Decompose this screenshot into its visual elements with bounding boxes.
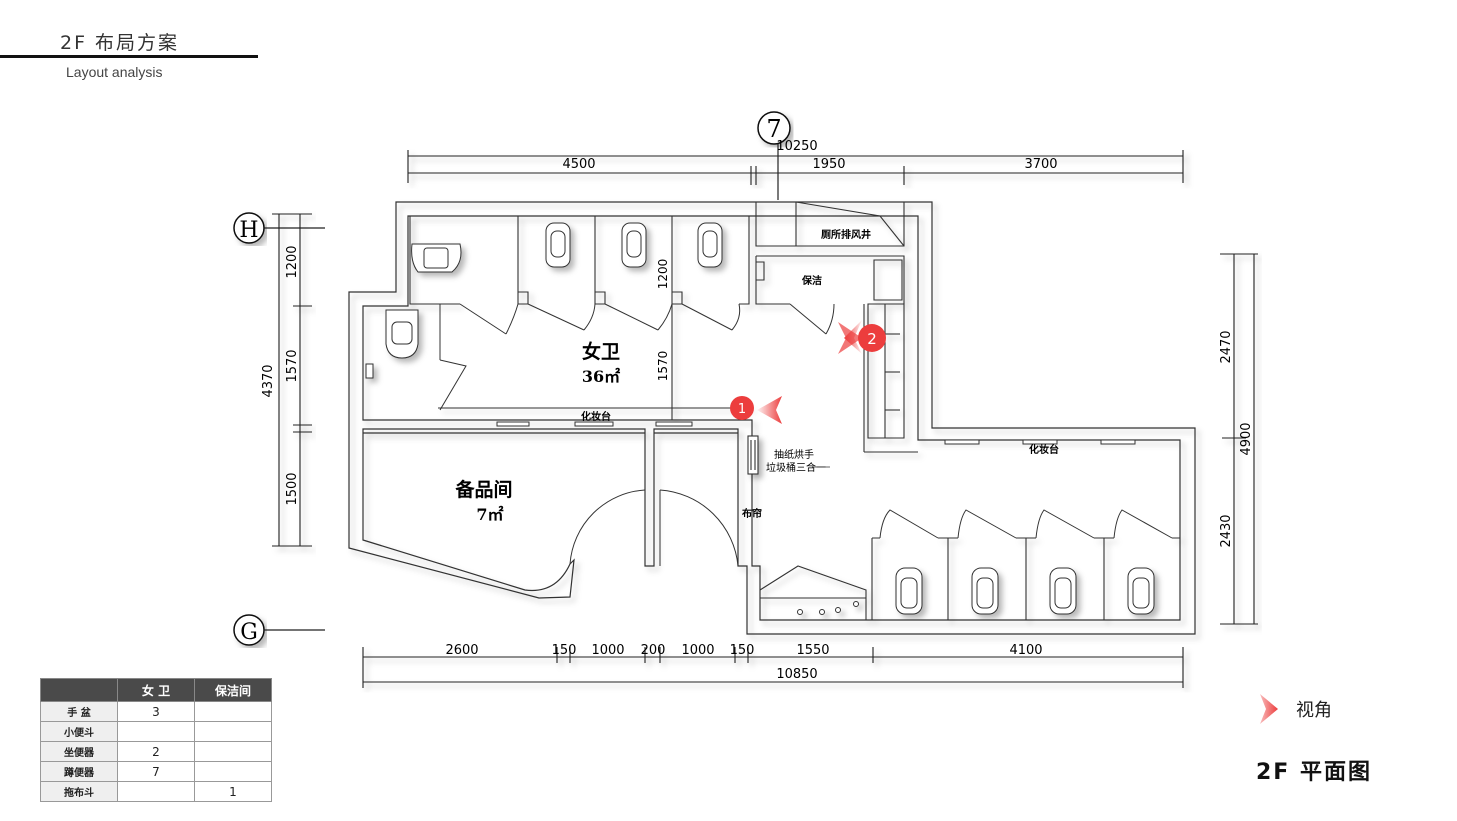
womens-wc-label: 女卫 (582, 340, 620, 363)
dim-inner-1200: 1200 (656, 259, 670, 290)
axis-7-label: 7 (766, 115, 781, 143)
dim-left-1: 1200 (285, 245, 300, 278)
dim-bottom-6: 150 (730, 643, 755, 658)
page-subtitle: Layout analysis (66, 64, 163, 80)
vanity-label-2: 化妆台 (1029, 443, 1059, 456)
fixture-clean-count (194, 721, 272, 742)
dim-top-3: 3700 (1024, 157, 1057, 172)
outer-walls (348, 201, 1196, 635)
right-dimension (1220, 253, 1258, 625)
fixture-clean-count (194, 741, 272, 762)
viewpoint-legend: 视角 (1256, 692, 1332, 726)
fixture-clean-count (194, 701, 272, 722)
dim-top-1: 4500 (562, 157, 595, 172)
fixture-name: 拖布斗 (40, 781, 118, 802)
dim-bottom-7: 1550 (796, 643, 829, 658)
fixture-name: 小便斗 (40, 721, 118, 742)
storage-label: 备品间 (454, 478, 512, 501)
table-row: 小便斗 (40, 721, 272, 742)
viewpoint-2: 2 (838, 320, 886, 354)
table-row: 坐便器 2 (40, 741, 272, 762)
dim-bottom-2: 150 (552, 643, 577, 658)
bottom-door-swings (879, 509, 1173, 539)
dim-left-3: 1500 (285, 472, 300, 505)
bottom-toilets (797, 567, 1155, 615)
dim-top-total: 10250 (776, 139, 817, 154)
plan-title: 2F 平面图 (1256, 760, 1372, 785)
axis-g-label: G (240, 620, 258, 645)
dim-top-2: 1950 (812, 157, 845, 172)
top-door-swings (439, 303, 835, 411)
table-row: 拖布斗 1 (40, 781, 272, 802)
bottom-cubicles (759, 537, 1180, 620)
womens-wc-area: 36㎡ (582, 367, 620, 386)
storage-area: 7㎡ (476, 505, 503, 524)
vanity-sinks (496, 421, 1136, 445)
fixture-wc-count (117, 721, 195, 742)
viewpoint-1: 1 (730, 396, 782, 424)
fixture-name: 蹲便器 (40, 761, 118, 782)
fixture-col-cleaning: 保洁间 (194, 678, 272, 702)
viewpoint-legend-label: 视角 (1296, 700, 1332, 721)
fixture-wc-count: 7 (117, 761, 195, 782)
dim-bottom-8: 4100 (1009, 643, 1042, 658)
axis-7-marker: 7 (757, 111, 791, 200)
dim-right-1: 2470 (1219, 330, 1234, 363)
page-title: 2F 布局方案 (60, 32, 180, 54)
dim-bottom-4: 200 (641, 643, 666, 658)
dim-left-2: 1570 (285, 349, 300, 382)
dim-bottom-1: 2600 (445, 643, 478, 658)
dispenser-label-1: 抽纸烘手 (774, 448, 814, 461)
top-cubicles (409, 201, 905, 439)
dispenser-label-2: 垃圾桶三合一 (766, 461, 826, 474)
storage-doors (569, 489, 739, 567)
exhaust-shaft-label: 厕所排风井 (821, 228, 871, 241)
curtain-label: 布帘 (742, 507, 762, 520)
dim-right-2: 2430 (1219, 514, 1234, 547)
top-dimension (407, 150, 1184, 185)
fixture-wc-count (117, 781, 195, 802)
top-toilets (365, 222, 723, 379)
left-dimension (272, 213, 312, 547)
bottom-dimension (362, 647, 1184, 688)
dim-left-total: 4370 (261, 364, 276, 397)
viewpoint-legend-icon (1260, 694, 1278, 724)
cleaning-label: 保洁 (801, 274, 822, 287)
viewpoint-1-cone (757, 396, 782, 424)
dim-bottom-3: 1000 (591, 643, 624, 658)
axis-h-marker: H (233, 212, 325, 244)
viewpoint-2-number: 2 (867, 330, 877, 348)
viewpoint-1-badge (730, 396, 754, 420)
axis-h-label: H (239, 218, 258, 243)
title-underline (0, 55, 258, 58)
viewpoint-1-number: 1 (738, 402, 746, 417)
dim-right-total: 4900 (1239, 422, 1254, 455)
dim-bottom-5: 1000 (681, 643, 714, 658)
fixture-name: 坐便器 (40, 741, 118, 762)
fixture-col-blank (40, 678, 118, 702)
fixture-clean-count: 1 (194, 781, 272, 802)
fixture-wc-count: 2 (117, 741, 195, 762)
dim-inner-1570: 1570 (656, 351, 670, 382)
fixture-table-header: 女 卫 保洁间 (40, 678, 272, 702)
fixture-table: 女 卫 保洁间 手 盆 3 小便斗 坐便器 2 蹲便器 7 拖布斗 1 (40, 678, 272, 802)
viewpoint-2-badge (858, 324, 886, 352)
table-row: 手 盆 3 (40, 701, 272, 722)
fixture-wc-count: 3 (117, 701, 195, 722)
vanity-label-1: 化妆台 (581, 410, 611, 423)
fixture-name: 手 盆 (40, 701, 118, 722)
fixture-clean-count (194, 761, 272, 782)
table-row: 蹲便器 7 (40, 761, 272, 782)
fixture-col-womens: 女 卫 (117, 678, 195, 702)
dim-bottom-total: 10850 (776, 667, 817, 682)
axis-g-marker: G (233, 614, 325, 646)
